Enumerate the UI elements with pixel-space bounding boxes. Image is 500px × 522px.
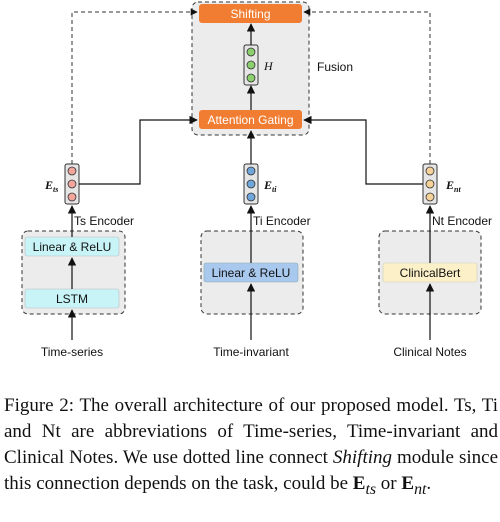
attention-gating-box xyxy=(199,110,302,129)
ti-encoder-label: Ti Encoder xyxy=(253,214,311,228)
svg-text:Linear & ReLU: Linear & ReLU xyxy=(212,266,291,280)
attention-gating-label: Attention Gating xyxy=(207,113,293,127)
h-vector-dot-1 xyxy=(246,47,256,57)
dashed-ts-to-shifting xyxy=(71,8,198,164)
e-nt-label: Ent xyxy=(445,178,461,194)
shifting-box xyxy=(199,4,302,23)
nt-to-attention xyxy=(303,115,423,185)
shifting-label: Shifting xyxy=(230,7,270,21)
figure-caption: Figure 2: The overall architecture of ou… xyxy=(4,395,498,498)
svg-text:LSTM: LSTM xyxy=(56,292,88,306)
input-time-series: Time-series xyxy=(41,345,103,359)
fusion-label: Fusion xyxy=(317,60,353,74)
e-ts-label: Ets xyxy=(44,178,58,194)
svg-text:ClinicalBert: ClinicalBert xyxy=(400,266,461,280)
nt-encoder-label: Nt Encoder xyxy=(432,214,492,228)
input-time-invariant: Time-invariant xyxy=(213,345,289,359)
svg-text:Linear & ReLU: Linear & ReLU xyxy=(33,240,112,254)
h-vector-dot-2 xyxy=(246,60,256,70)
input-clinical-notes: Clinical Notes xyxy=(393,345,466,359)
h-label: H xyxy=(263,59,274,73)
h-vector-dot-3 xyxy=(246,73,256,83)
dashed-nt-to-shifting xyxy=(303,8,431,164)
ts-encoder-label: Ts Encoder xyxy=(74,214,134,228)
architecture-diagram: Fusion Shifting H Attention Gating Ets E… xyxy=(21,1,492,359)
e-ti-label: Eti xyxy=(263,178,277,194)
ts-to-attention xyxy=(79,115,198,185)
